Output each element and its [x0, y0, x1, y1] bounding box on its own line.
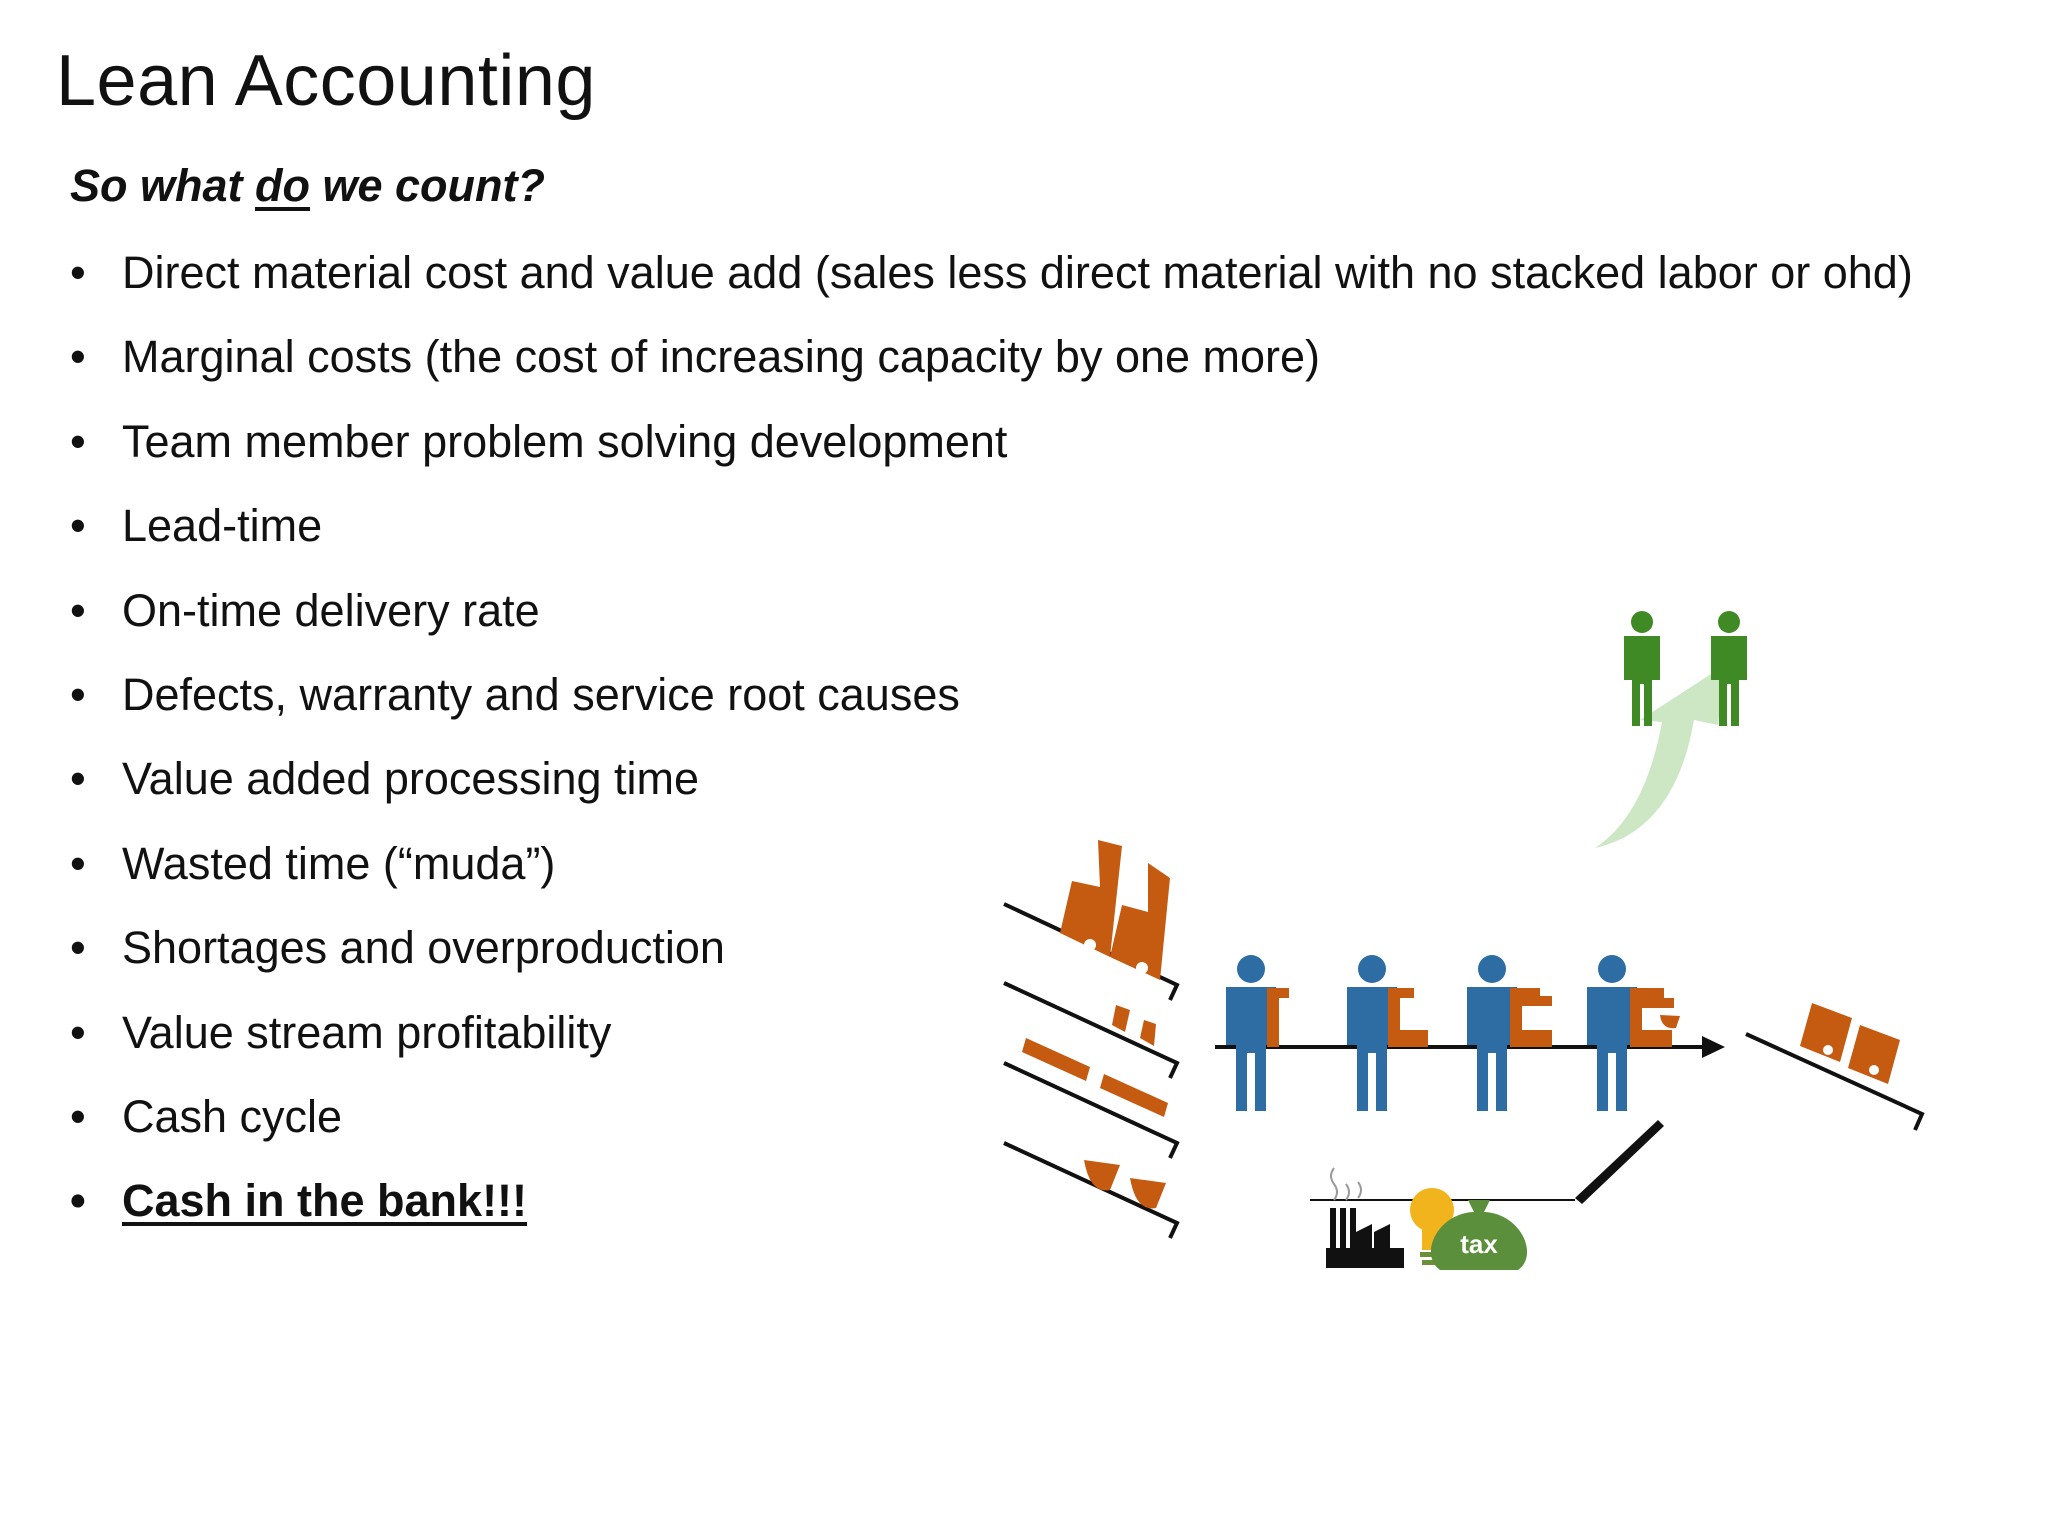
- slide-title: Lean Accounting: [56, 41, 596, 121]
- bullet-item: On-time delivery rate: [70, 576, 1913, 660]
- subtitle-emphasis: do: [255, 160, 310, 211]
- bullet-item: Marginal costs (the cost of increasing c…: [70, 322, 1913, 406]
- bullet-item: Value added processing time: [70, 744, 1913, 828]
- cup-part-icon: [1084, 1160, 1166, 1209]
- bullet-item: Defects, warranty and service root cause…: [70, 660, 1913, 744]
- bullet-item: Lead-time: [70, 491, 1913, 575]
- housing-part-icon: [1060, 840, 1170, 980]
- bullet-item: Shortages and overproduction: [70, 913, 1913, 997]
- value-stream-diagram: tax: [1003, 611, 1925, 1270]
- bullet-item: Cash cycle: [70, 1082, 1913, 1166]
- money-bag-icon: tax: [1430, 1200, 1528, 1270]
- bullet-item-cash-in-bank: Cash in the bank!!!: [70, 1166, 1913, 1250]
- worker-icon: [1587, 955, 1637, 1111]
- bullet-item: Team member problem solving development: [70, 407, 1913, 491]
- small-part-icon: [1112, 1005, 1156, 1046]
- freed-capacity-arrow-icon: [1595, 665, 1725, 848]
- coffee-machine-part-icon: [1267, 988, 1680, 1047]
- finished-goods-ramp: [1745, 1032, 1925, 1131]
- freed-worker-icon: [1624, 611, 1660, 726]
- finished-coffee-machine-icon: [1800, 1003, 1900, 1084]
- subtitle-pre: So what: [70, 160, 256, 211]
- pen-icon: [1575, 1120, 1664, 1204]
- plate-part-icon: [1022, 1038, 1168, 1117]
- worker-icon: [1467, 955, 1517, 1111]
- subtitle-post: we count?: [310, 160, 546, 211]
- tax-label: tax: [1460, 1229, 1498, 1259]
- factory-icon: [1326, 1208, 1404, 1268]
- slide-subtitle: So what do we count?: [70, 160, 545, 212]
- bullet-item: Wasted time (“muda”): [70, 829, 1913, 913]
- bullet-list: Direct material cost and value add (sale…: [70, 238, 1913, 1251]
- bullet-item: Direct material cost and value add (sale…: [70, 238, 1913, 322]
- production-flow-arrow: [1215, 1036, 1725, 1058]
- bullet-item: Value stream profitability: [70, 998, 1913, 1082]
- factory-smoke: [1330, 1167, 1362, 1201]
